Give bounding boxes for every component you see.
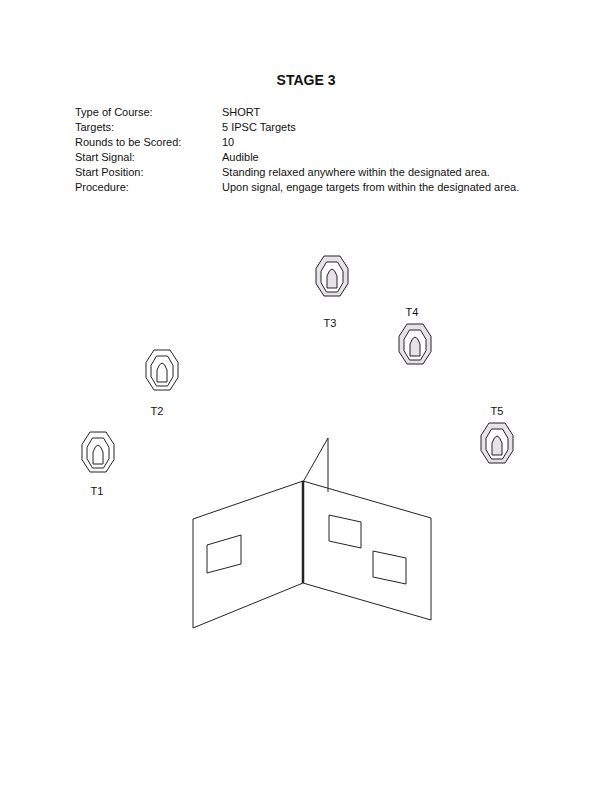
target-a-zone: [157, 363, 167, 382]
field-name: Start Signal:: [75, 151, 135, 164]
port-window: [207, 535, 241, 573]
target-outer: [481, 423, 513, 463]
target-c-zone: [87, 438, 109, 468]
port-window: [373, 551, 406, 584]
ipsc-target: [399, 324, 431, 364]
target-a-zone: [410, 337, 420, 356]
field-name: Start Position:: [75, 166, 143, 179]
target-label: T2: [151, 405, 164, 418]
target-a-zone: [492, 436, 502, 455]
field-value: SHORT: [222, 106, 260, 119]
ipsc-target: [146, 350, 178, 390]
barricade-fin: [303, 438, 328, 492]
ipsc-target: [82, 432, 114, 472]
stage-title: STAGE 3: [277, 72, 336, 89]
barricade-left-panel: [193, 481, 303, 628]
target-label: T5: [491, 405, 504, 418]
field-name: Type of Course:: [75, 106, 153, 119]
barricade-edge: [302, 481, 305, 583]
ipsc-target: [316, 256, 348, 296]
ipsc-target: [481, 423, 513, 463]
field-value: 5 IPSC Targets: [222, 121, 296, 134]
target-label: T4: [406, 306, 419, 319]
field-value: Upon signal, engage targets from within …: [222, 181, 519, 194]
target-outer: [82, 432, 114, 472]
field-value: Standing relaxed anywhere within the des…: [222, 166, 490, 179]
target-outer: [146, 350, 178, 390]
target-label: T3: [324, 317, 337, 330]
target-outer: [316, 256, 348, 296]
target-label: T1: [91, 485, 104, 498]
port-window: [329, 515, 361, 548]
barricade-right-panel: [303, 481, 431, 620]
field-name: Rounds to be Scored:: [75, 136, 181, 149]
target-c-zone: [151, 356, 173, 386]
target-c-zone: [486, 429, 508, 459]
field-name: Targets:: [75, 121, 114, 134]
field-value: 10: [222, 136, 234, 149]
target-outer: [399, 324, 431, 364]
barricade: [193, 438, 431, 628]
target-c-zone: [321, 262, 343, 292]
target-a-zone: [327, 269, 337, 288]
targets: [82, 256, 513, 472]
field-value: Audible: [222, 151, 259, 164]
target-c-zone: [404, 330, 426, 360]
target-a-zone: [93, 445, 103, 464]
field-name: Procedure:: [75, 181, 129, 194]
